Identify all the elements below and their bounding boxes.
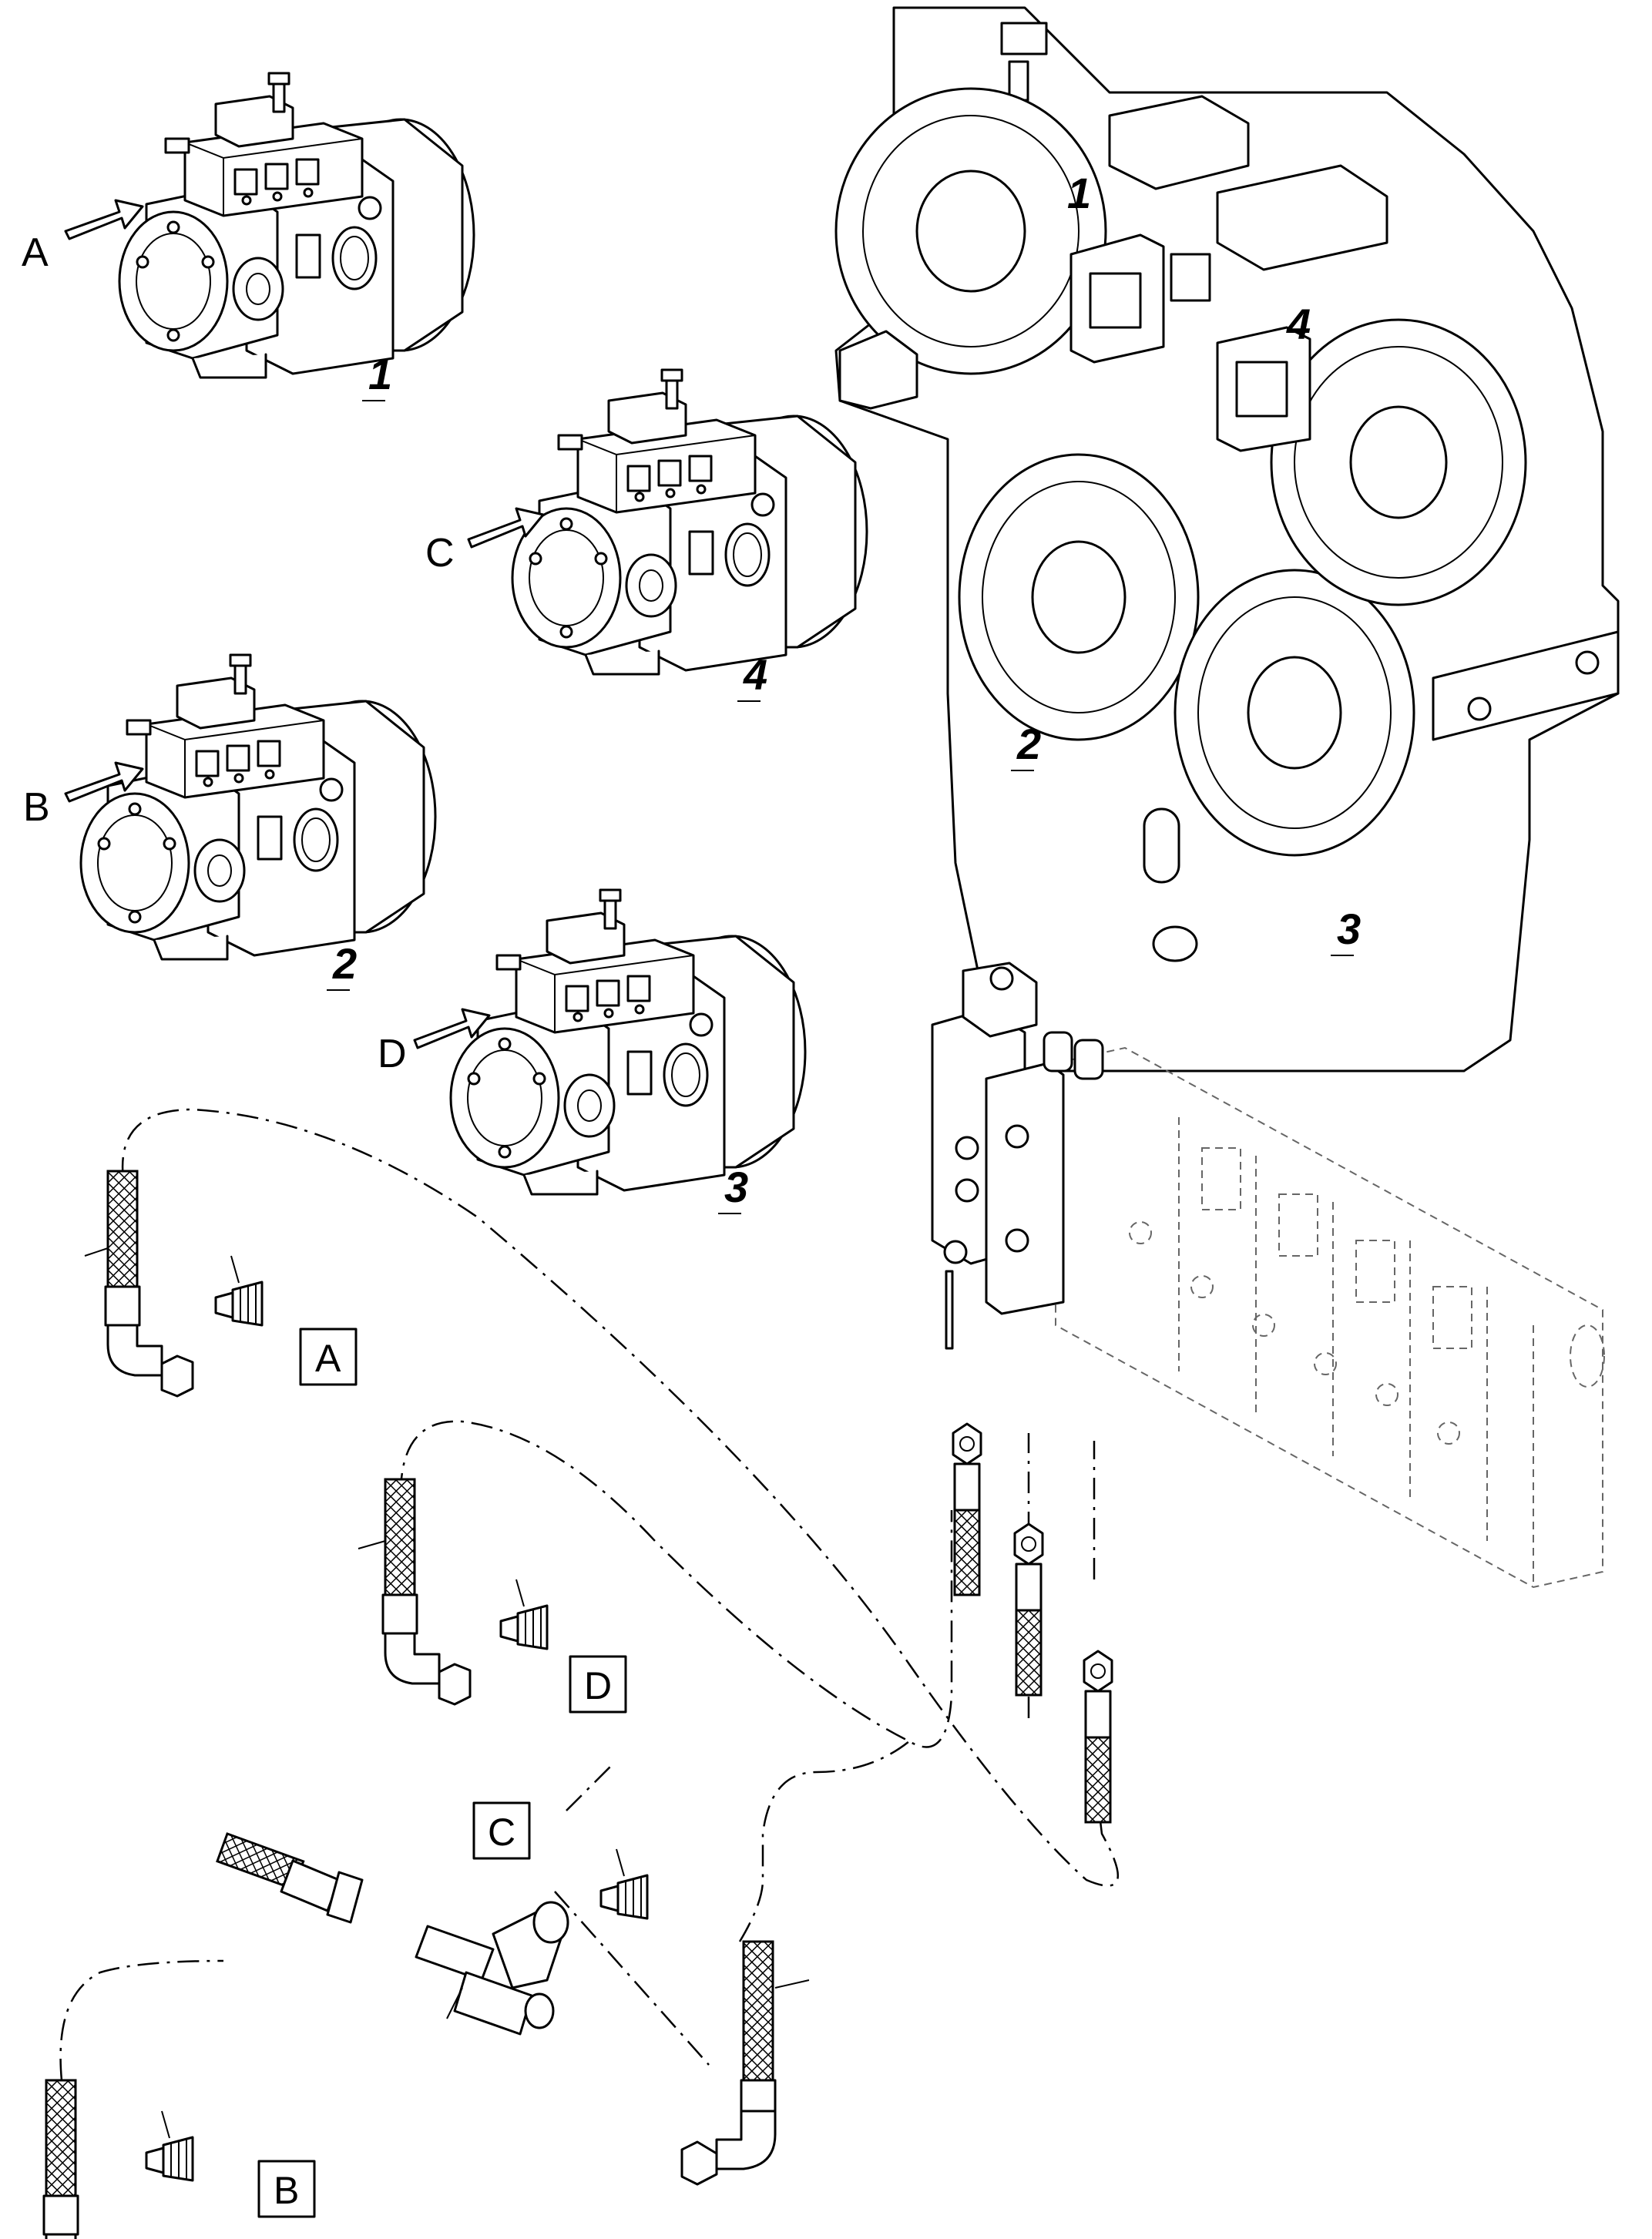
view-label-d: D	[378, 1032, 407, 1076]
view-arrow-b	[64, 761, 144, 803]
hose-end-fitting-3	[1083, 1650, 1113, 1824]
hose-end-fitting-2	[1013, 1522, 1044, 1697]
nipple-a	[214, 1254, 264, 1327]
pump-2	[79, 653, 437, 961]
hose-elbow-d	[381, 1478, 472, 1706]
view-label-a: A	[22, 230, 49, 275]
gearbox-port-number-2: 2	[1016, 720, 1041, 768]
gearbox-port-number-3: 3	[1337, 905, 1361, 953]
gearbox-port-number-4: 4	[1286, 300, 1311, 348]
pump-1	[118, 72, 475, 379]
detail-box-b-label: B	[274, 2169, 299, 2212]
nipple-d	[499, 1578, 549, 1650]
view-arrow-a	[64, 199, 144, 240]
control-valve-bank	[931, 962, 1605, 1589]
pump-number-3: 3	[724, 1163, 748, 1211]
pump-number-2: 2	[332, 939, 357, 988]
detail-box-d-label: D	[584, 1664, 612, 1707]
pump-4	[511, 368, 868, 676]
pump-3	[449, 888, 807, 1196]
nipple-c	[599, 1848, 649, 1920]
nipple-b	[145, 2110, 194, 2182]
detail-box-b: B	[257, 2160, 316, 2218]
detail-box-a-label: A	[315, 1337, 341, 1380]
pump-number-4: 4	[743, 650, 767, 699]
detail-box-c: C	[472, 1801, 531, 1860]
view-label-c: C	[425, 531, 455, 576]
pump-number-1: 1	[368, 350, 392, 398]
hose-elbow-b	[42, 2079, 133, 2239]
view-arrow-c	[467, 507, 545, 549]
view-arrow-d	[413, 1008, 491, 1049]
hose-elbow-a	[104, 1170, 194, 1398]
hose-lines	[59, 1108, 1120, 2081]
gearbox	[834, 6, 1620, 1073]
detail-box-c-label: C	[488, 1811, 515, 1854]
detail-box-a: A	[299, 1328, 358, 1386]
gearbox-port-number-1: 1	[1067, 169, 1091, 217]
hose-elbow-c	[680, 1940, 777, 2186]
tee-fitting-c	[216, 1832, 569, 2036]
hose-end-fitting-1	[952, 1422, 982, 1596]
view-label-b: B	[23, 785, 50, 830]
detail-box-d: D	[569, 1655, 627, 1714]
